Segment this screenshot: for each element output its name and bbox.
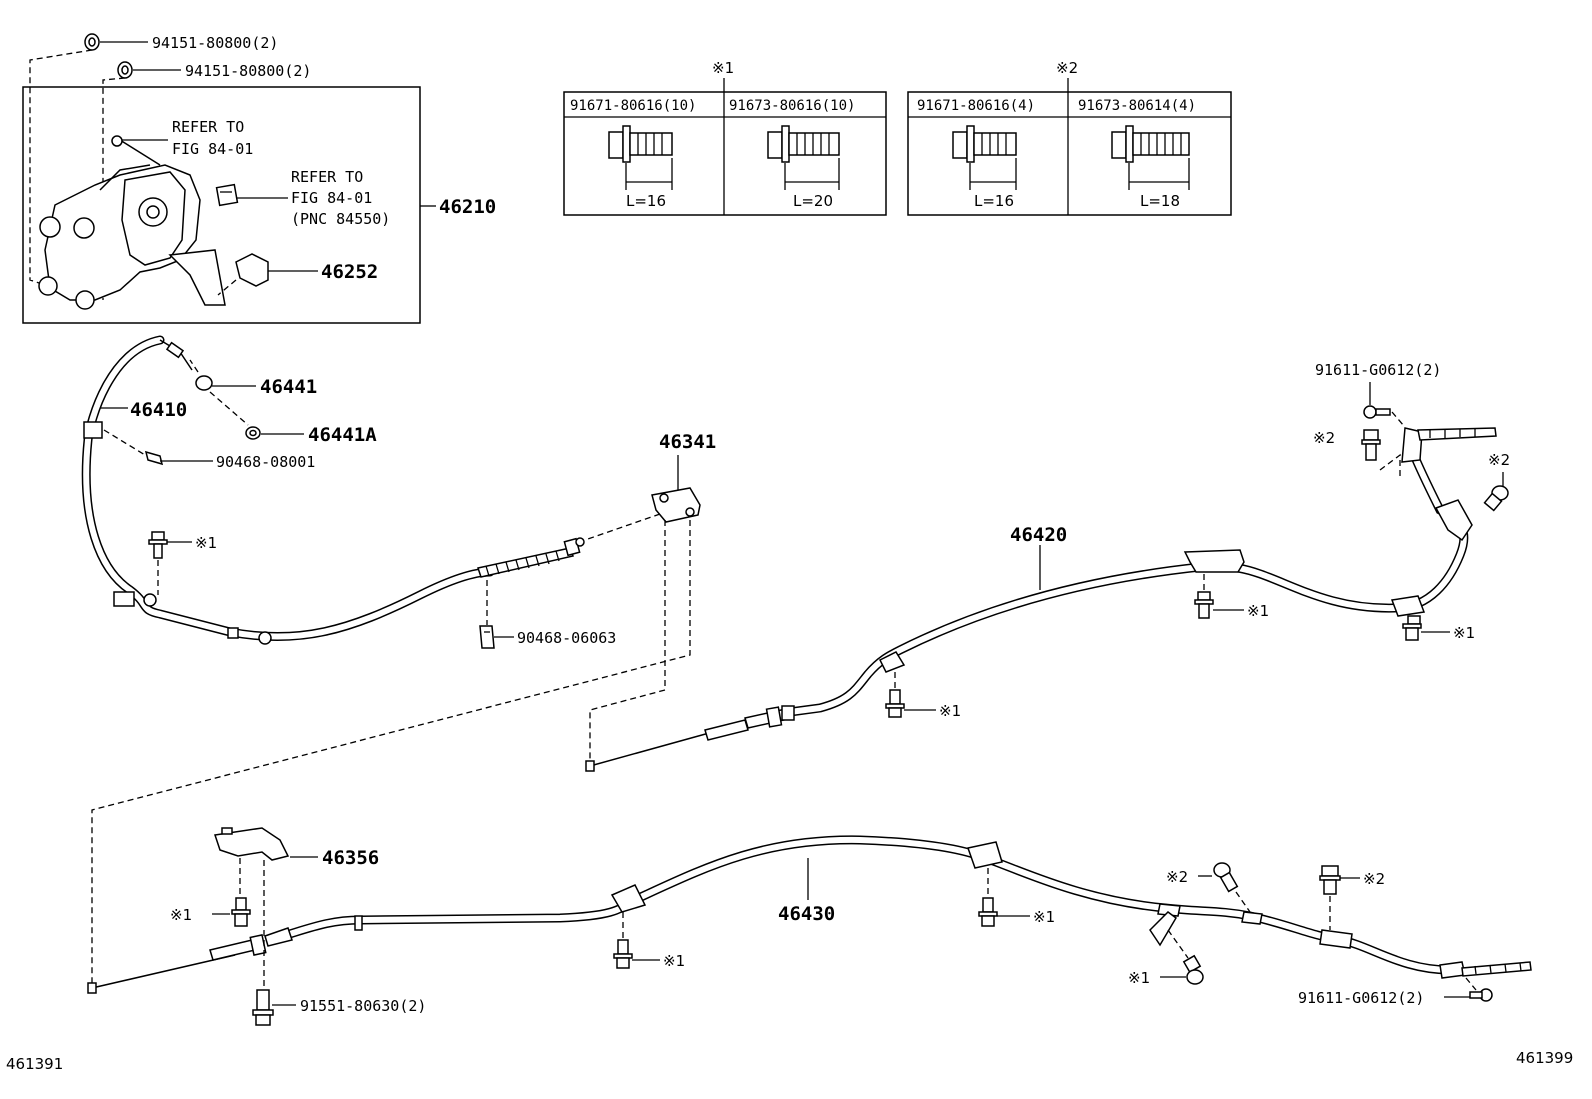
marker-2-rh-right: ※2	[1488, 451, 1510, 469]
bolt-icon[interactable]	[613, 939, 633, 969]
bolt-icon[interactable]	[1182, 954, 1204, 985]
marker-1-front-cable: ※1	[195, 534, 217, 552]
clip-front-part-number: 90468-08001	[216, 453, 315, 471]
pad-icon[interactable]	[235, 253, 269, 287]
marker-1-lh-c: ※1	[1128, 969, 1150, 987]
bolt-table-1-col2-part: 91673-80616(10)	[729, 98, 855, 114]
figure-id-right: 461399	[1516, 1049, 1573, 1067]
equalizer-group: 46341	[91, 431, 716, 985]
bolt-icon[interactable]	[148, 531, 168, 559]
bolt-icon[interactable]	[1194, 591, 1214, 619]
equalizer-part-number: 46341	[659, 431, 716, 453]
marker-1-lh-b: ※1	[1033, 908, 1055, 926]
marker-2-lh-b: ※2	[1363, 870, 1385, 888]
bolt-table-2-col1-part: 91671-80616(4)	[917, 98, 1035, 114]
bolt-icon[interactable]	[1319, 865, 1341, 895]
bolt-lh-rear-part-number: 91611-G0612(2)	[1298, 989, 1424, 1007]
bolt-icon[interactable]	[252, 989, 274, 1026]
marker-1-lh-bracket: ※1	[170, 906, 192, 924]
nut-icon[interactable]	[117, 61, 133, 79]
flange-bolt-icon	[767, 125, 840, 190]
rh-cable-part-number: 46420	[1010, 524, 1067, 546]
bolt-table-2-col1-length: L=16	[974, 192, 1014, 210]
bolt-icon[interactable]	[1402, 615, 1422, 641]
bolt-icon[interactable]	[1483, 485, 1509, 512]
clip-icon[interactable]	[144, 450, 164, 466]
nut-part-number-2: 94151-80800(2)	[185, 62, 311, 80]
cable-bracket-icon[interactable]	[214, 827, 290, 861]
nut-part-number-1: 94151-80800(2)	[152, 34, 278, 52]
seat-part-number: 46441	[260, 376, 317, 398]
clip-mid-part-number: 90468-06063	[517, 629, 616, 647]
bolt-table-1: ※1 91671-80616(10) 91673-80616(10) L=16	[563, 59, 887, 216]
bolt-table-1-col2-length: L=20	[793, 192, 833, 210]
flange-bolt-icon	[1111, 125, 1190, 190]
rh-rear-cable[interactable]	[585, 427, 1497, 772]
bolt-table-1-marker: ※1	[712, 59, 734, 77]
equalizer-icon[interactable]	[651, 487, 701, 523]
marker-1-rh-rear-a: ※1	[1247, 602, 1269, 620]
lh-cable-part-number: 46430	[778, 903, 835, 925]
bolt-table-1-col1-part: 91671-80616(10)	[570, 98, 696, 114]
front-cable-group: 46410 46441 46441A 90468-08001 ※1	[81, 335, 616, 649]
bolt-table-1-col1-length: L=16	[626, 192, 666, 210]
front-cable-part-number: 46410	[130, 399, 187, 421]
bracket-part-number: 46356	[322, 847, 379, 869]
marker-1-rh-mid: ※1	[939, 702, 961, 720]
cable-seat-icon[interactable]	[195, 375, 213, 391]
bolt-table-2-col2-length: L=18	[1140, 192, 1180, 210]
marker-2-lh-a: ※2	[1166, 868, 1188, 886]
marker-1-rh-rear-b: ※1	[1453, 624, 1475, 642]
marker-1-lh-a: ※1	[663, 952, 685, 970]
parking-brake-lever-assembly[interactable]	[38, 135, 226, 310]
bolt-icon[interactable]	[978, 897, 998, 927]
marker-2-rh-left: ※2	[1313, 429, 1335, 447]
refer-note-1-line1: REFER TO	[172, 118, 244, 136]
nut-46441a-part-number: 46441A	[308, 424, 377, 446]
nut-icon[interactable]	[245, 426, 261, 440]
parking-brake-lever-group: 94151-80800(2) 94151-80800(2) REFER	[22, 33, 496, 324]
lever-assembly-part-number: 46210	[439, 196, 496, 218]
flange-bolt-icon	[608, 125, 673, 190]
refer-note-2-line3: (PNC 84550)	[291, 210, 390, 228]
nut-icon[interactable]	[84, 33, 100, 51]
bolt-table-2-col2-part: 91673-80614(4)	[1078, 98, 1196, 114]
bolt-icon[interactable]	[1469, 988, 1493, 1002]
lh-cable-group: 46430 46356 ※1 91551-80630(2)	[87, 827, 1532, 1026]
front-cable[interactable]	[81, 335, 585, 645]
bolt-bracket-part-number: 91551-80630(2)	[300, 997, 426, 1015]
bolt-icon[interactable]	[1213, 862, 1239, 893]
refer-note-2-line1: REFER TO	[291, 168, 363, 186]
switch-connector-icon[interactable]	[215, 183, 239, 207]
clip-icon[interactable]	[479, 625, 495, 649]
refer-note-1-line2: FIG 84-01	[172, 140, 253, 158]
bolt-icon[interactable]	[1363, 405, 1391, 419]
bolt-icon[interactable]	[1361, 429, 1381, 461]
refer-note-2-line2: FIG 84-01	[291, 189, 372, 207]
bolt-table-2-marker: ※2	[1056, 59, 1078, 77]
bolt-icon[interactable]	[231, 897, 251, 927]
pad-part-number: 46252	[321, 261, 378, 283]
figure-id-left: 461391	[6, 1055, 63, 1073]
flange-bolt-icon	[952, 125, 1017, 190]
bolt-rh-rear-part-number: 91611-G0612(2)	[1315, 361, 1441, 379]
bolt-icon[interactable]	[885, 689, 905, 718]
lever-assembly-frame	[22, 86, 421, 324]
lh-rear-cable[interactable]	[87, 835, 1532, 994]
bolt-table-2: ※2 91671-80616(4) 91673-80614(4) L=16	[907, 59, 1232, 216]
rh-cable-group: 46420 ※1 ※1 ※1	[585, 361, 1510, 772]
